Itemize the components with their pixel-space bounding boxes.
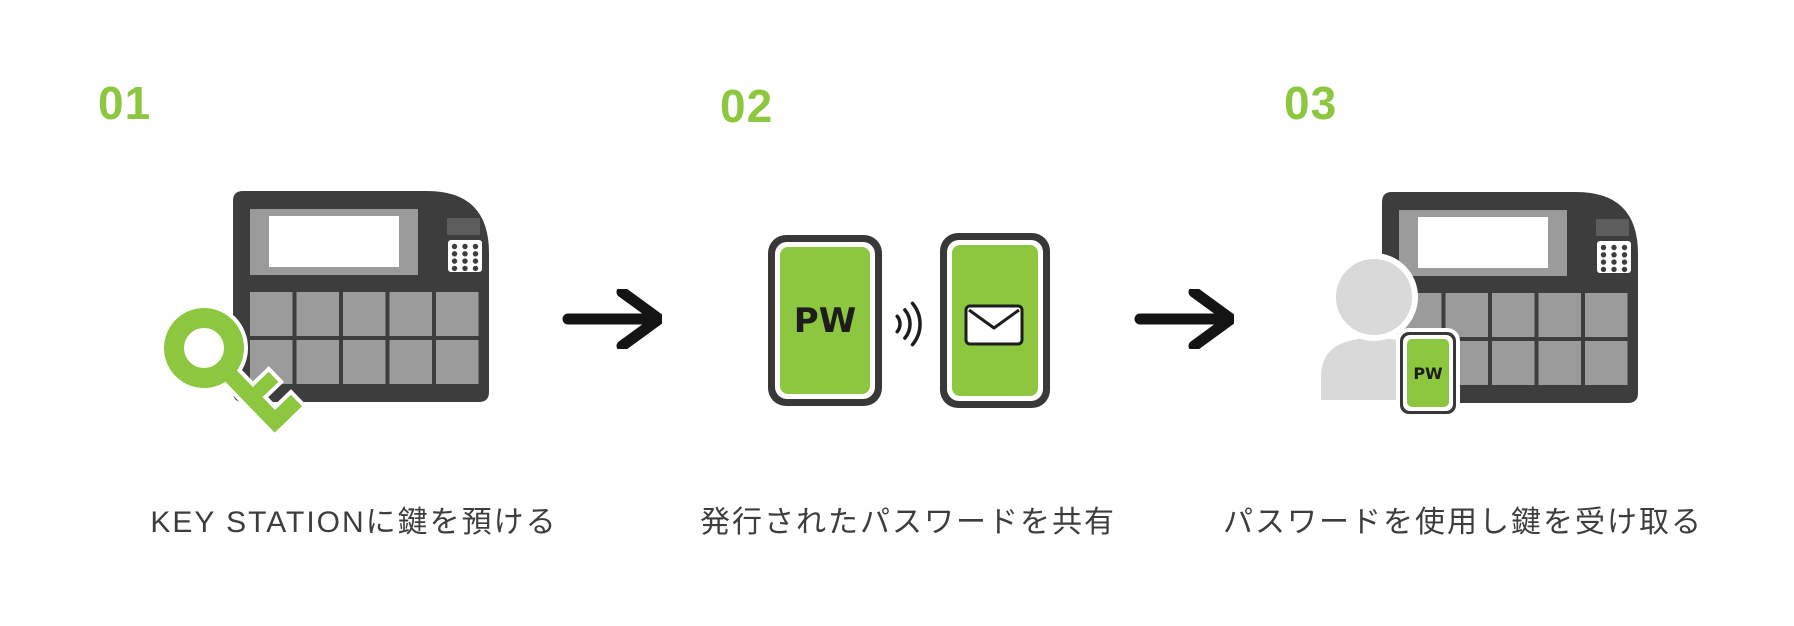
- step3-illustration: PW: [1315, 192, 1638, 418]
- step-number-3: 03: [1284, 77, 1338, 129]
- mail-icon: [964, 304, 1024, 346]
- key-icon: [160, 304, 308, 439]
- step2-illustration: PW: [768, 233, 1050, 408]
- pw-phone-icon: PW: [1396, 328, 1460, 418]
- sender-phone-screen-label: PW: [794, 301, 856, 341]
- step-caption-2: 発行されたパスワードを共有: [700, 506, 1116, 539]
- arrow-right-icon: [1134, 289, 1234, 349]
- step-number-2: 02: [720, 80, 774, 132]
- step-caption-3: パスワードを使用し鍵を受け取る: [1223, 506, 1703, 539]
- step-caption-1: KEY STATIONに鍵を預ける: [150, 506, 558, 539]
- pw-phone-screen-label: PW: [1413, 364, 1443, 383]
- receiver-phone-icon: [940, 233, 1050, 408]
- step1-illustration: [160, 191, 489, 439]
- sender-phone-icon: PW: [768, 235, 882, 406]
- step-number-1: 01: [98, 77, 152, 129]
- arrow-right-icon: [562, 289, 662, 349]
- signal-waves-icon: [895, 301, 922, 347]
